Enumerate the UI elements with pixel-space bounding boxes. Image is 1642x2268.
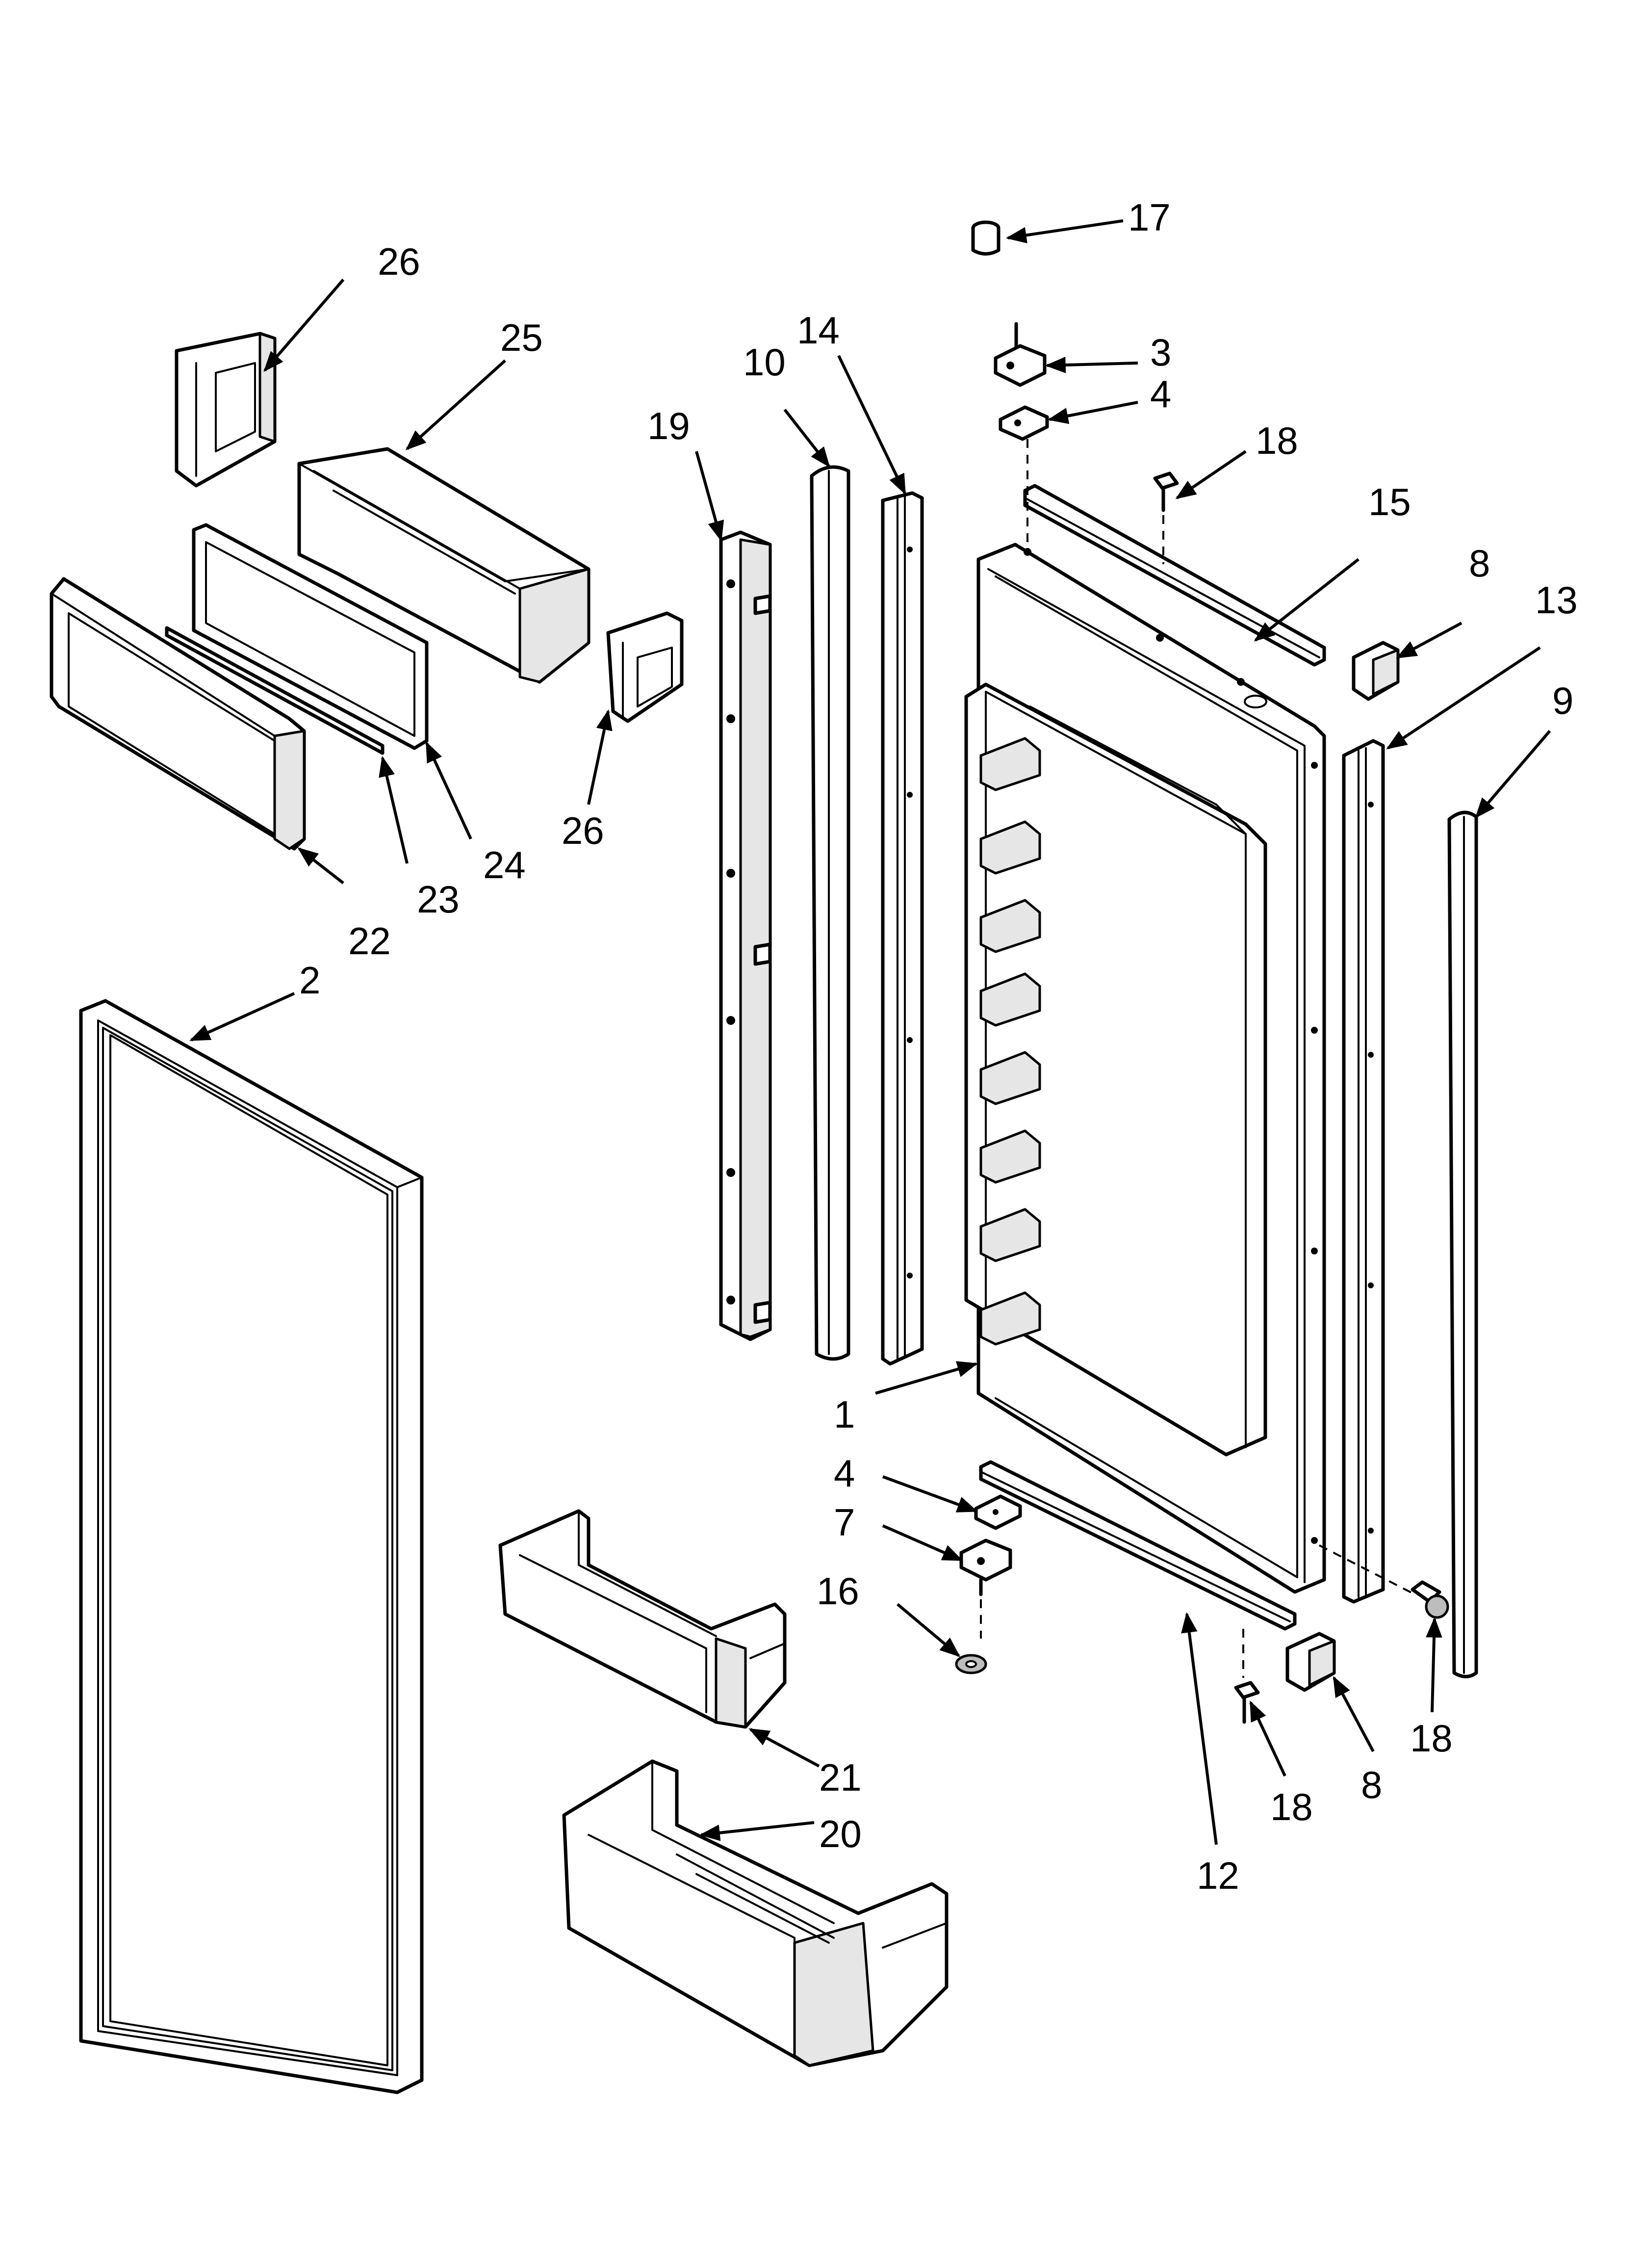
callout-10: 10 — [743, 340, 786, 384]
callout-16: 16 — [817, 1569, 859, 1613]
part-18-screw-bottom — [1234, 1629, 1260, 1724]
leader-lines — [189, 219, 1551, 1845]
part-2-door-gasket — [79, 999, 424, 2094]
callout-25: 25 — [500, 316, 543, 359]
part-24-drawer-frame — [192, 523, 429, 750]
leader-4-top — [1047, 401, 1138, 424]
leader-24 — [425, 741, 472, 840]
leader-18-right — [1426, 1616, 1442, 1713]
leader-20 — [699, 1821, 815, 1841]
callout-labels: 26 25 26 24 23 22 2 19 10 14 17 3 4 18 1… — [299, 196, 1578, 1897]
part-21-door-bin-small — [498, 1509, 787, 1729]
leader-17 — [1005, 219, 1124, 244]
leader-23 — [379, 756, 409, 864]
leader-12 — [1181, 1612, 1218, 1845]
callout-9: 9 — [1552, 679, 1573, 722]
part-12-bottom-trim — [979, 1460, 1297, 1631]
leader-1 — [875, 1361, 978, 1395]
part-4-hinge-shim-bottom — [974, 1494, 1022, 1530]
callout-13: 13 — [1535, 578, 1578, 622]
part-20-door-bin-large — [562, 1759, 949, 2067]
leader-2 — [189, 992, 295, 1042]
part-4-hinge-shim-top — [999, 405, 1049, 441]
leader-19 — [695, 451, 724, 542]
leader-21 — [748, 1728, 820, 1768]
leader-25 — [405, 359, 507, 450]
callout-21: 21 — [819, 1756, 862, 1799]
callout-4-bottom: 4 — [834, 1452, 855, 1495]
leader-13 — [1386, 646, 1541, 750]
callout-17: 17 — [1128, 196, 1171, 239]
part-25-drawer-body — [297, 447, 590, 684]
callout-19: 19 — [647, 404, 690, 447]
callout-2: 2 — [299, 959, 320, 1002]
part-10-vertical-seal — [810, 465, 850, 1361]
part-26-bracket-lower — [606, 611, 684, 723]
part-18-screw-top — [1153, 471, 1179, 512]
callout-22: 22 — [348, 919, 391, 963]
leader-22 — [297, 847, 344, 885]
part-22-drawer-front — [50, 577, 306, 851]
part-1-door-liner — [964, 543, 1326, 1594]
callout-15: 15 — [1368, 480, 1411, 523]
leader-16 — [897, 1603, 961, 1657]
part-16-washer — [955, 1654, 987, 1674]
part-8-hinge-cover-lower — [1285, 1632, 1336, 1692]
callout-18-top: 18 — [1256, 419, 1298, 462]
leader-18-bottom — [1249, 1700, 1286, 1777]
leader-9 — [1475, 730, 1551, 819]
part-26-bracket-top — [175, 332, 277, 488]
leader-3 — [1045, 357, 1138, 373]
part-19-door-handle — [719, 530, 772, 1341]
callout-18-right: 18 — [1410, 1717, 1453, 1760]
callout-3: 3 — [1150, 331, 1171, 374]
leader-4-bottom — [882, 1475, 978, 1512]
callout-8-lower: 8 — [1361, 1763, 1382, 1806]
leader-7 — [882, 1524, 963, 1562]
callout-14: 14 — [797, 309, 840, 352]
callout-20: 20 — [819, 1812, 862, 1855]
callout-24: 24 — [483, 843, 526, 886]
leader-18-top — [1175, 450, 1247, 499]
callout-12: 12 — [1197, 1854, 1239, 1897]
leader-26-lower — [587, 709, 613, 805]
part-17-hinge-cap — [971, 220, 1001, 256]
callout-23: 23 — [417, 878, 460, 921]
leader-8-upper — [1396, 622, 1462, 659]
part-23-trim-strip — [165, 626, 385, 755]
callout-18-bottom: 18 — [1270, 1785, 1313, 1828]
leader-26-top — [263, 279, 345, 372]
leader-15 — [1254, 558, 1360, 642]
callout-8-upper: 8 — [1469, 542, 1490, 585]
part-7-bottom-hinge — [959, 1538, 1012, 1596]
part-13-side-channel — [1342, 739, 1385, 1604]
callout-26-lower: 26 — [562, 809, 604, 852]
callout-4-top: 4 — [1150, 372, 1171, 416]
leader-10 — [783, 409, 830, 468]
callout-26-top: 26 — [378, 240, 420, 283]
callout-1: 1 — [834, 1393, 855, 1436]
part-14-vertical-channel — [881, 491, 924, 1366]
part-8-hinge-cover-upper — [1352, 641, 1400, 701]
leader-8-lower — [1333, 1676, 1375, 1752]
part-9-seal-strip — [1447, 810, 1478, 1678]
leader-14 — [837, 355, 906, 495]
callout-7: 7 — [834, 1501, 855, 1544]
part-3-top-hinge — [994, 322, 1047, 387]
